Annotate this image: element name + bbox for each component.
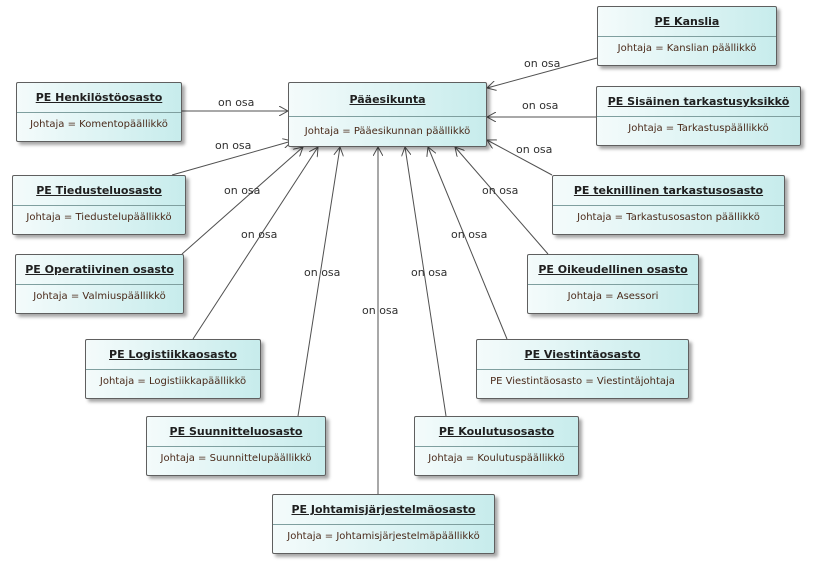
node-title: PE Tiedusteluosasto	[13, 176, 185, 206]
connector-label-tiedustelu: on osa	[215, 139, 252, 152]
connector-viestinta	[428, 147, 508, 340]
node-attribute: Johtaja = Valmiuspäällikkö	[33, 291, 166, 302]
node-title: PE Logistiikkaosasto	[86, 340, 260, 370]
node-koulutus[interactable]: PE Koulutusosasto Johtaja = Koulutuspääl…	[414, 416, 579, 476]
node-title: PE Sisäinen tarkastusyksikkö	[597, 87, 800, 117]
node-kanslia[interactable]: PE Kanslia Johtaja = Kanslian päällikkö	[597, 6, 777, 66]
node-attribute: Johtaja = Komentopäällikkö	[30, 119, 168, 130]
node-attribute: Johtaja = Pääesikunnan päällikkö	[304, 126, 471, 137]
node-title: PE teknillinen tarkastusosasto	[553, 176, 784, 206]
connector-label-johtamis: on osa	[362, 304, 399, 317]
node-johtamisjarjestelma[interactable]: PE Johtamisjärjestelmäosasto Johtaja = J…	[272, 494, 495, 554]
node-attribute: Johtaja = Tarkastusosaston päällikkö	[577, 212, 760, 223]
connector-label-operatiivinen: on osa	[224, 184, 261, 197]
connector-tekninen	[487, 140, 553, 176]
node-tekninen-tarkastus[interactable]: PE teknillinen tarkastusosasto Johtaja =…	[552, 175, 785, 235]
connector-label-suunnittelu: on osa	[304, 266, 341, 279]
node-viestinta[interactable]: PE Viestintäosasto PE Viestintäosasto = …	[476, 339, 689, 399]
connector-logistiikka	[192, 147, 318, 340]
node-tiedustelu[interactable]: PE Tiedusteluosasto Johtaja = Tiedustelu…	[12, 175, 186, 235]
node-title: PE Viestintäosasto	[477, 340, 688, 370]
connector-label-kanslia: on osa	[524, 57, 561, 70]
node-title: PE Operatiivinen osasto	[16, 255, 183, 285]
connector-label-henkilosto: on osa	[218, 96, 255, 109]
node-suunnittelu[interactable]: PE Suunnitteluosasto Johtaja = Suunnitte…	[146, 416, 326, 476]
connector-label-sisainen: on osa	[522, 99, 559, 112]
node-attribute: Johtaja = Koulutuspäällikkö	[428, 453, 565, 464]
node-title: PE Koulutusosasto	[415, 417, 578, 447]
node-sisainen-tarkastus[interactable]: PE Sisäinen tarkastusyksikkö Johtaja = T…	[596, 86, 801, 146]
connector-oikeudellinen	[455, 147, 549, 255]
node-attribute: Johtaja = Asessori	[567, 291, 659, 302]
node-attribute: Johtaja = Kanslian päällikkö	[617, 43, 757, 54]
node-attribute: Johtaja = Tiedustelupäällikkö	[26, 212, 172, 223]
node-attribute: PE Viestintäosasto = Viestintäjohtaja	[490, 376, 675, 387]
connector-label-koulutus: on osa	[411, 266, 448, 279]
node-henkilosto[interactable]: PE Henkilöstöosasto Johtaja = Komentopää…	[16, 82, 182, 142]
node-paaesikunta[interactable]: Pääesikunta Johtaja = Pääesikunnan pääll…	[288, 82, 487, 147]
node-logistiikka[interactable]: PE Logistiikkaosasto Johtaja = Logistiik…	[85, 339, 261, 399]
connector-koulutus	[405, 147, 447, 417]
node-attribute: Johtaja = Logistiikkapäällikkö	[99, 376, 247, 387]
connector-label-tekninen: on osa	[516, 143, 553, 156]
node-title: PE Henkilöstöosasto	[17, 83, 181, 113]
node-title: PE Suunnitteluosasto	[147, 417, 325, 447]
connector-tiedustelu	[171, 141, 292, 176]
connector-label-oikeudellinen: on osa	[482, 184, 519, 197]
node-attribute: Johtaja = Suunnittelupäällikkö	[160, 453, 312, 464]
node-title: PE Kanslia	[598, 7, 776, 37]
connector-label-logistiikka: on osa	[241, 228, 278, 241]
node-attribute: Johtaja = Johtamisjärjestelmäpäällikkö	[287, 531, 480, 542]
node-oikeudellinen[interactable]: PE Oikeudellinen osasto Johtaja = Asesso…	[527, 254, 699, 314]
node-title: Pääesikunta	[289, 83, 486, 117]
connector-suunnittelu	[297, 147, 340, 417]
node-title: PE Oikeudellinen osasto	[528, 255, 698, 285]
connector-label-viestinta: on osa	[451, 228, 488, 241]
connector-operatiivinen	[181, 147, 303, 255]
node-attribute: Johtaja = Tarkastuspäällikkö	[628, 123, 769, 134]
connector-kanslia	[487, 57, 598, 88]
node-operatiivinen[interactable]: PE Operatiivinen osasto Johtaja = Valmiu…	[15, 254, 184, 314]
node-title: PE Johtamisjärjestelmäosasto	[273, 495, 494, 525]
